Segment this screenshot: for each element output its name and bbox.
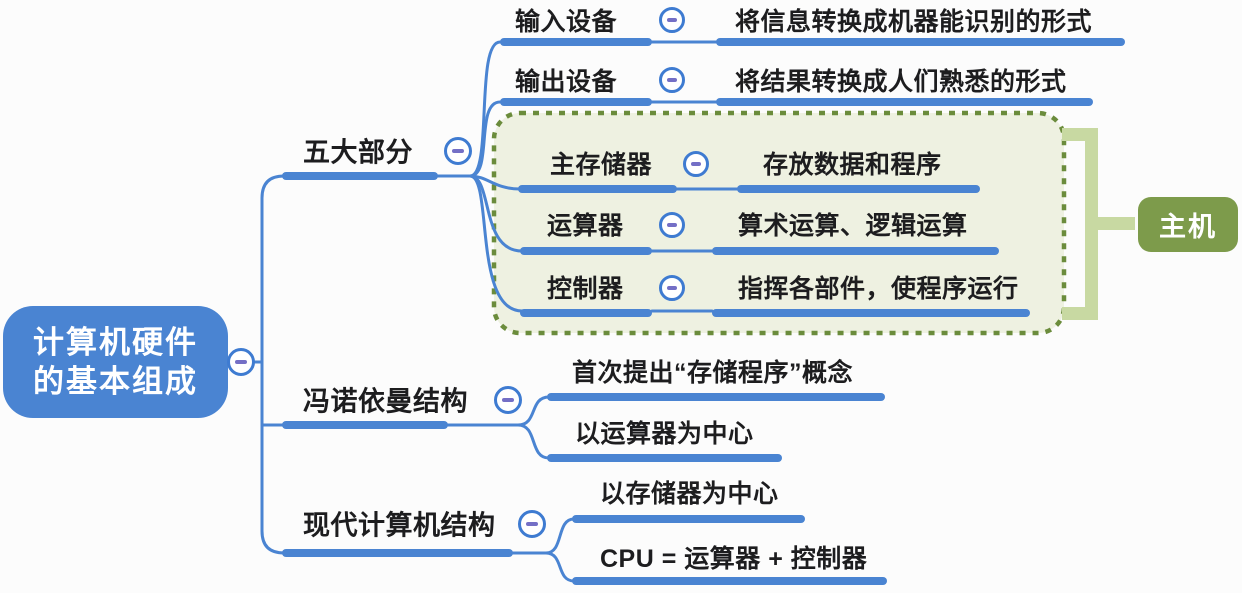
- topic-alu-centered-label[interactable]: 以运算器为中心: [575, 420, 754, 448]
- connector-curve: [468, 100, 502, 178]
- minus-glyph: [502, 398, 514, 402]
- topic-cpu-equation-label[interactable]: CPU = 运算器 + 控制器: [600, 545, 868, 573]
- topic-alu-centered-underline[interactable]: [547, 454, 782, 462]
- topic-modern-structure-underline[interactable]: [282, 549, 513, 557]
- topic-output-device-note[interactable]: 将结果转换成人们熟悉的形式: [735, 68, 1067, 96]
- minus-glyph: [526, 522, 538, 526]
- minus-glyph: [666, 286, 678, 290]
- topic-output-device-label[interactable]: 输出设备: [515, 68, 618, 96]
- collapse-icon-von-neumann[interactable]: [494, 386, 522, 414]
- root-topic-label-line1: 计算机硬件: [33, 325, 198, 360]
- topic-control-unit-note[interactable]: 指挥各部件，使程序运行: [738, 275, 1019, 303]
- collapse-icon-main-memory[interactable]: [683, 151, 709, 177]
- collapse-icon-modern-structure[interactable]: [518, 510, 546, 538]
- connector-curve: [544, 551, 576, 583]
- topic-output-device-note-underline[interactable]: [716, 98, 1093, 106]
- topic-input-device-note-underline[interactable]: [716, 38, 1125, 46]
- topic-alu-note-underline[interactable]: [712, 247, 999, 255]
- minus-glyph: [666, 18, 678, 22]
- topic-main-memory-label[interactable]: 主存储器: [550, 151, 653, 179]
- topic-input-device-label[interactable]: 输入设备: [515, 8, 618, 36]
- topic-memory-centered-underline[interactable]: [572, 515, 805, 523]
- connector-curve: [544, 517, 576, 555]
- minus-glyph: [666, 223, 678, 227]
- topic-five-parts-label[interactable]: 五大部分: [303, 137, 413, 168]
- topic-output-device-underline[interactable]: [500, 98, 652, 106]
- summary-topic-host-label: 主机: [1159, 212, 1217, 242]
- topic-stored-program-label[interactable]: 首次提出“存储程序”概念: [572, 359, 854, 387]
- connector-curve: [468, 174, 524, 313]
- connector-curve: [260, 360, 288, 555]
- topic-alu-underline[interactable]: [520, 247, 652, 255]
- collapse-icon-output-device[interactable]: [659, 67, 685, 93]
- minus-glyph: [690, 162, 702, 166]
- topic-control-unit-note-underline[interactable]: [712, 309, 1030, 317]
- topic-von-neumann-underline[interactable]: [282, 421, 448, 429]
- summary-topic-host[interactable]: 主机: [1138, 197, 1238, 252]
- topic-input-device-note[interactable]: 将信息转换成机器能识别的形式: [735, 8, 1093, 36]
- topic-main-memory-note[interactable]: 存放数据和程序: [763, 151, 942, 179]
- topic-control-unit-label[interactable]: 控制器: [547, 275, 624, 303]
- root-topic-label-line2: 的基本组成: [33, 364, 198, 399]
- minus-glyph: [235, 360, 247, 364]
- topic-control-unit-underline[interactable]: [520, 309, 652, 317]
- topic-von-neumann-label[interactable]: 冯诺依曼结构: [303, 386, 468, 417]
- connector-curve: [260, 174, 288, 364]
- topic-main-memory-underline[interactable]: [518, 185, 677, 193]
- topic-five-parts-underline[interactable]: [282, 172, 438, 180]
- connector-curve: [516, 395, 551, 427]
- root-topic[interactable]: 计算机硬件 的基本组成: [3, 306, 228, 418]
- summary-bracket-icon[interactable]: [1062, 128, 1135, 320]
- minus-glyph: [452, 149, 464, 153]
- topic-alu-note[interactable]: 算术运算、逻辑运算: [738, 212, 968, 240]
- topic-input-device-underline[interactable]: [500, 38, 652, 46]
- branch-connectors: [252, 40, 739, 583]
- collapse-icon-five-parts[interactable]: [444, 137, 472, 165]
- topic-stored-program-underline[interactable]: [547, 393, 885, 401]
- boundary-box[interactable]: [491, 110, 1067, 336]
- collapse-icon-alu[interactable]: [659, 212, 685, 238]
- connector-curve: [468, 40, 502, 178]
- topic-alu-label[interactable]: 运算器: [547, 212, 624, 240]
- topic-main-memory-note-underline[interactable]: [737, 185, 980, 193]
- minus-glyph: [666, 78, 678, 82]
- topic-memory-centered-label[interactable]: 以存储器为中心: [600, 480, 779, 508]
- collapse-icon-input-device[interactable]: [659, 7, 685, 33]
- collapse-icon-root[interactable]: [227, 348, 255, 376]
- collapse-icon-control-unit[interactable]: [659, 275, 685, 301]
- topic-cpu-equation-underline[interactable]: [572, 577, 887, 585]
- connector-curve: [516, 423, 551, 460]
- topic-modern-structure-label[interactable]: 现代计算机结构: [303, 510, 496, 541]
